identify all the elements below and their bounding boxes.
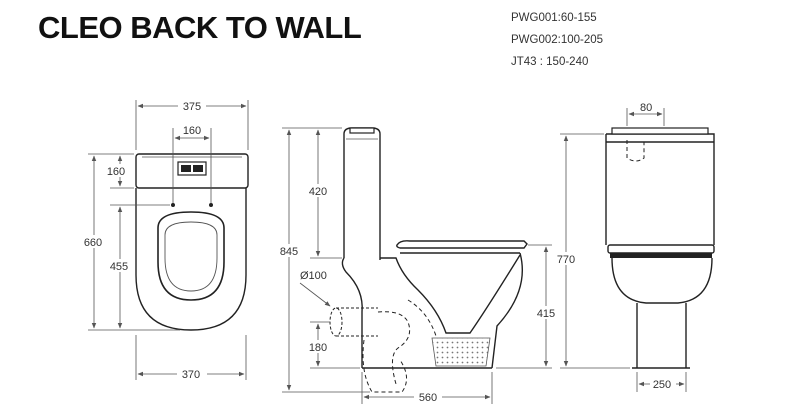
dim-label-415: 415 <box>537 308 555 320</box>
dim-label-80: 80 <box>640 102 652 114</box>
front-seat <box>607 244 715 254</box>
plan-pan-outline <box>135 188 247 331</box>
outlet-pipe-icon <box>329 307 343 337</box>
dim-label-370: 370 <box>182 369 200 381</box>
dim-label-250: 250 <box>653 379 671 391</box>
side-seat <box>396 240 528 249</box>
plan-cistern <box>135 153 249 189</box>
side-water <box>431 337 491 367</box>
flush-button-icon <box>177 161 207 176</box>
front-view <box>605 127 715 369</box>
spec-line-pwg001: PWG001:60-155 <box>511 12 597 24</box>
plan-view <box>135 153 249 331</box>
side-dimension-labels: 420 845 Ø100 180 415 560 <box>276 184 560 404</box>
dim-label-560: 560 <box>419 392 437 404</box>
page-title: CLEO BACK TO WALL <box>38 10 362 45</box>
spec-line-pwg002: PWG002:100-205 <box>511 34 604 46</box>
dim-label-845: 845 <box>280 246 298 258</box>
front-pedestal <box>636 303 687 368</box>
dim-label-420: 420 <box>309 186 327 198</box>
front-bowl <box>611 257 713 304</box>
plan-dimension-labels: 375 160 160 660 455 370 <box>80 99 207 381</box>
side-cistern <box>343 127 381 260</box>
dim-label-diameter-100: Ø100 <box>300 270 327 282</box>
dim-label-160-spacing: 160 <box>183 125 201 137</box>
dim-label-160-depth: 160 <box>107 166 125 178</box>
front-dimension-labels: 80 770 250 <box>553 102 676 391</box>
side-view <box>329 127 528 393</box>
dim-label-660: 660 <box>84 237 102 249</box>
spec-line-jt43: JT43 : 150-240 <box>511 56 589 68</box>
dim-label-375: 375 <box>183 101 201 113</box>
dim-label-180: 180 <box>309 342 327 354</box>
front-cistern <box>605 133 715 245</box>
front-dimensions <box>560 108 687 392</box>
dim-label-770: 770 <box>557 254 575 266</box>
side-dimensions <box>282 127 552 404</box>
dim-label-455: 455 <box>110 261 128 273</box>
side-bowl <box>380 254 521 334</box>
plan-seat-outline <box>157 211 225 301</box>
